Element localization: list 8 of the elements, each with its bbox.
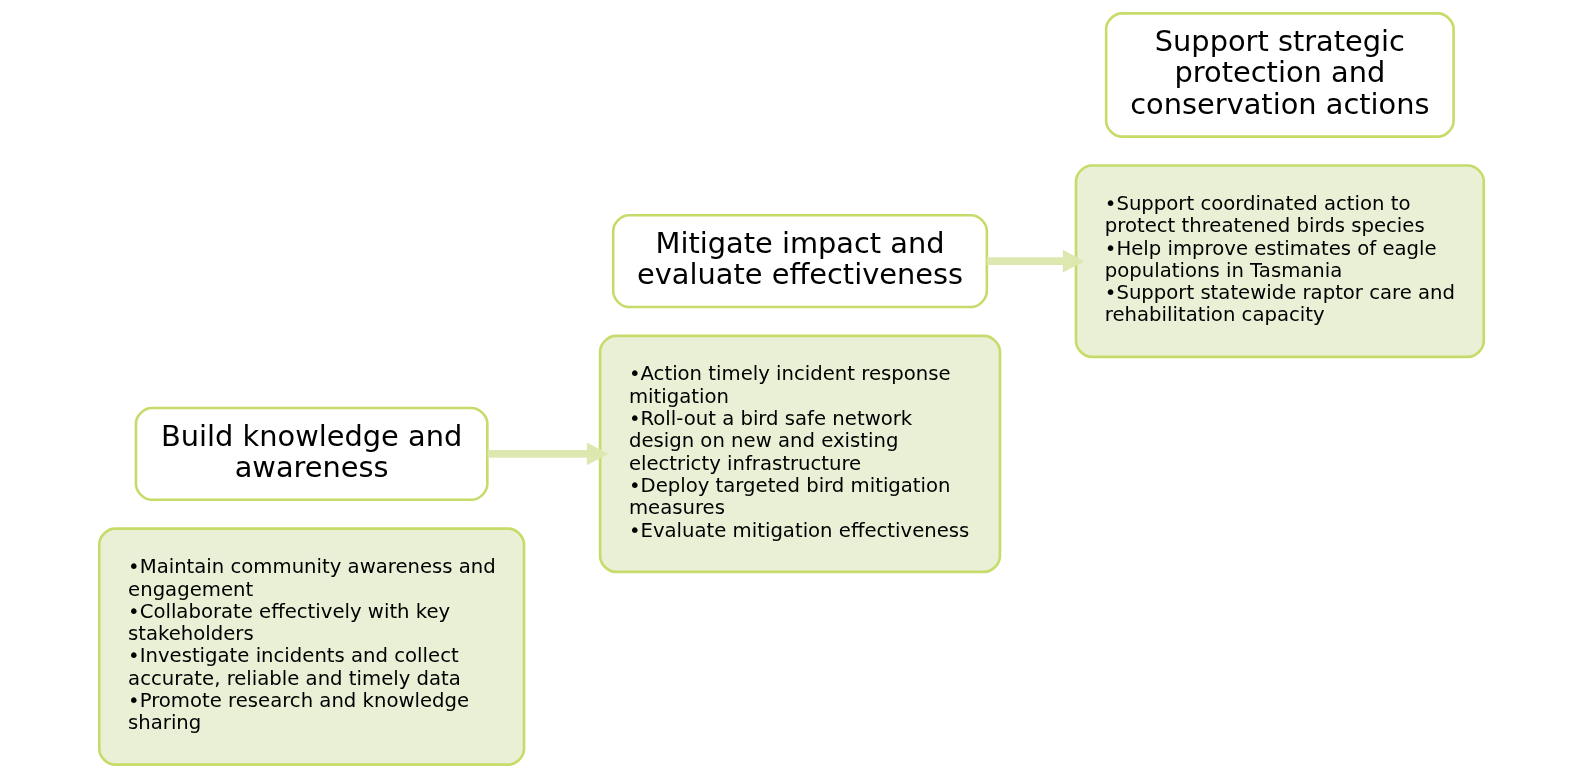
node-box: Support strategic protection and conservation actions (1104, 12, 1455, 138)
node-box: •Action timely incident response mitigation •Roll-out a bird safe network design on new and existing electricty infrastructure •Deploy targeted bird mitigation measures •Evaluate mitigation effectiveness (598, 334, 1001, 574)
node-box: Build knowledge and awareness (134, 406, 489, 502)
arrow (487, 442, 608, 466)
node-box: Mitigate impact and evaluate effectiveness (611, 213, 988, 309)
node-box: •Support coordinated action to protect threatened birds species •Help improve estimates of eagle populations in Tasmania •Support statewide raptor care and rehabilitation capacity (1074, 164, 1485, 359)
arrow (986, 249, 1084, 273)
node-box: •Maintain community awareness and engagement •Collaborate effectively with key stakeholders •Investigate incidents and collect accurate, reliable and timely data •Promote research and knowledge sharing (97, 527, 525, 766)
